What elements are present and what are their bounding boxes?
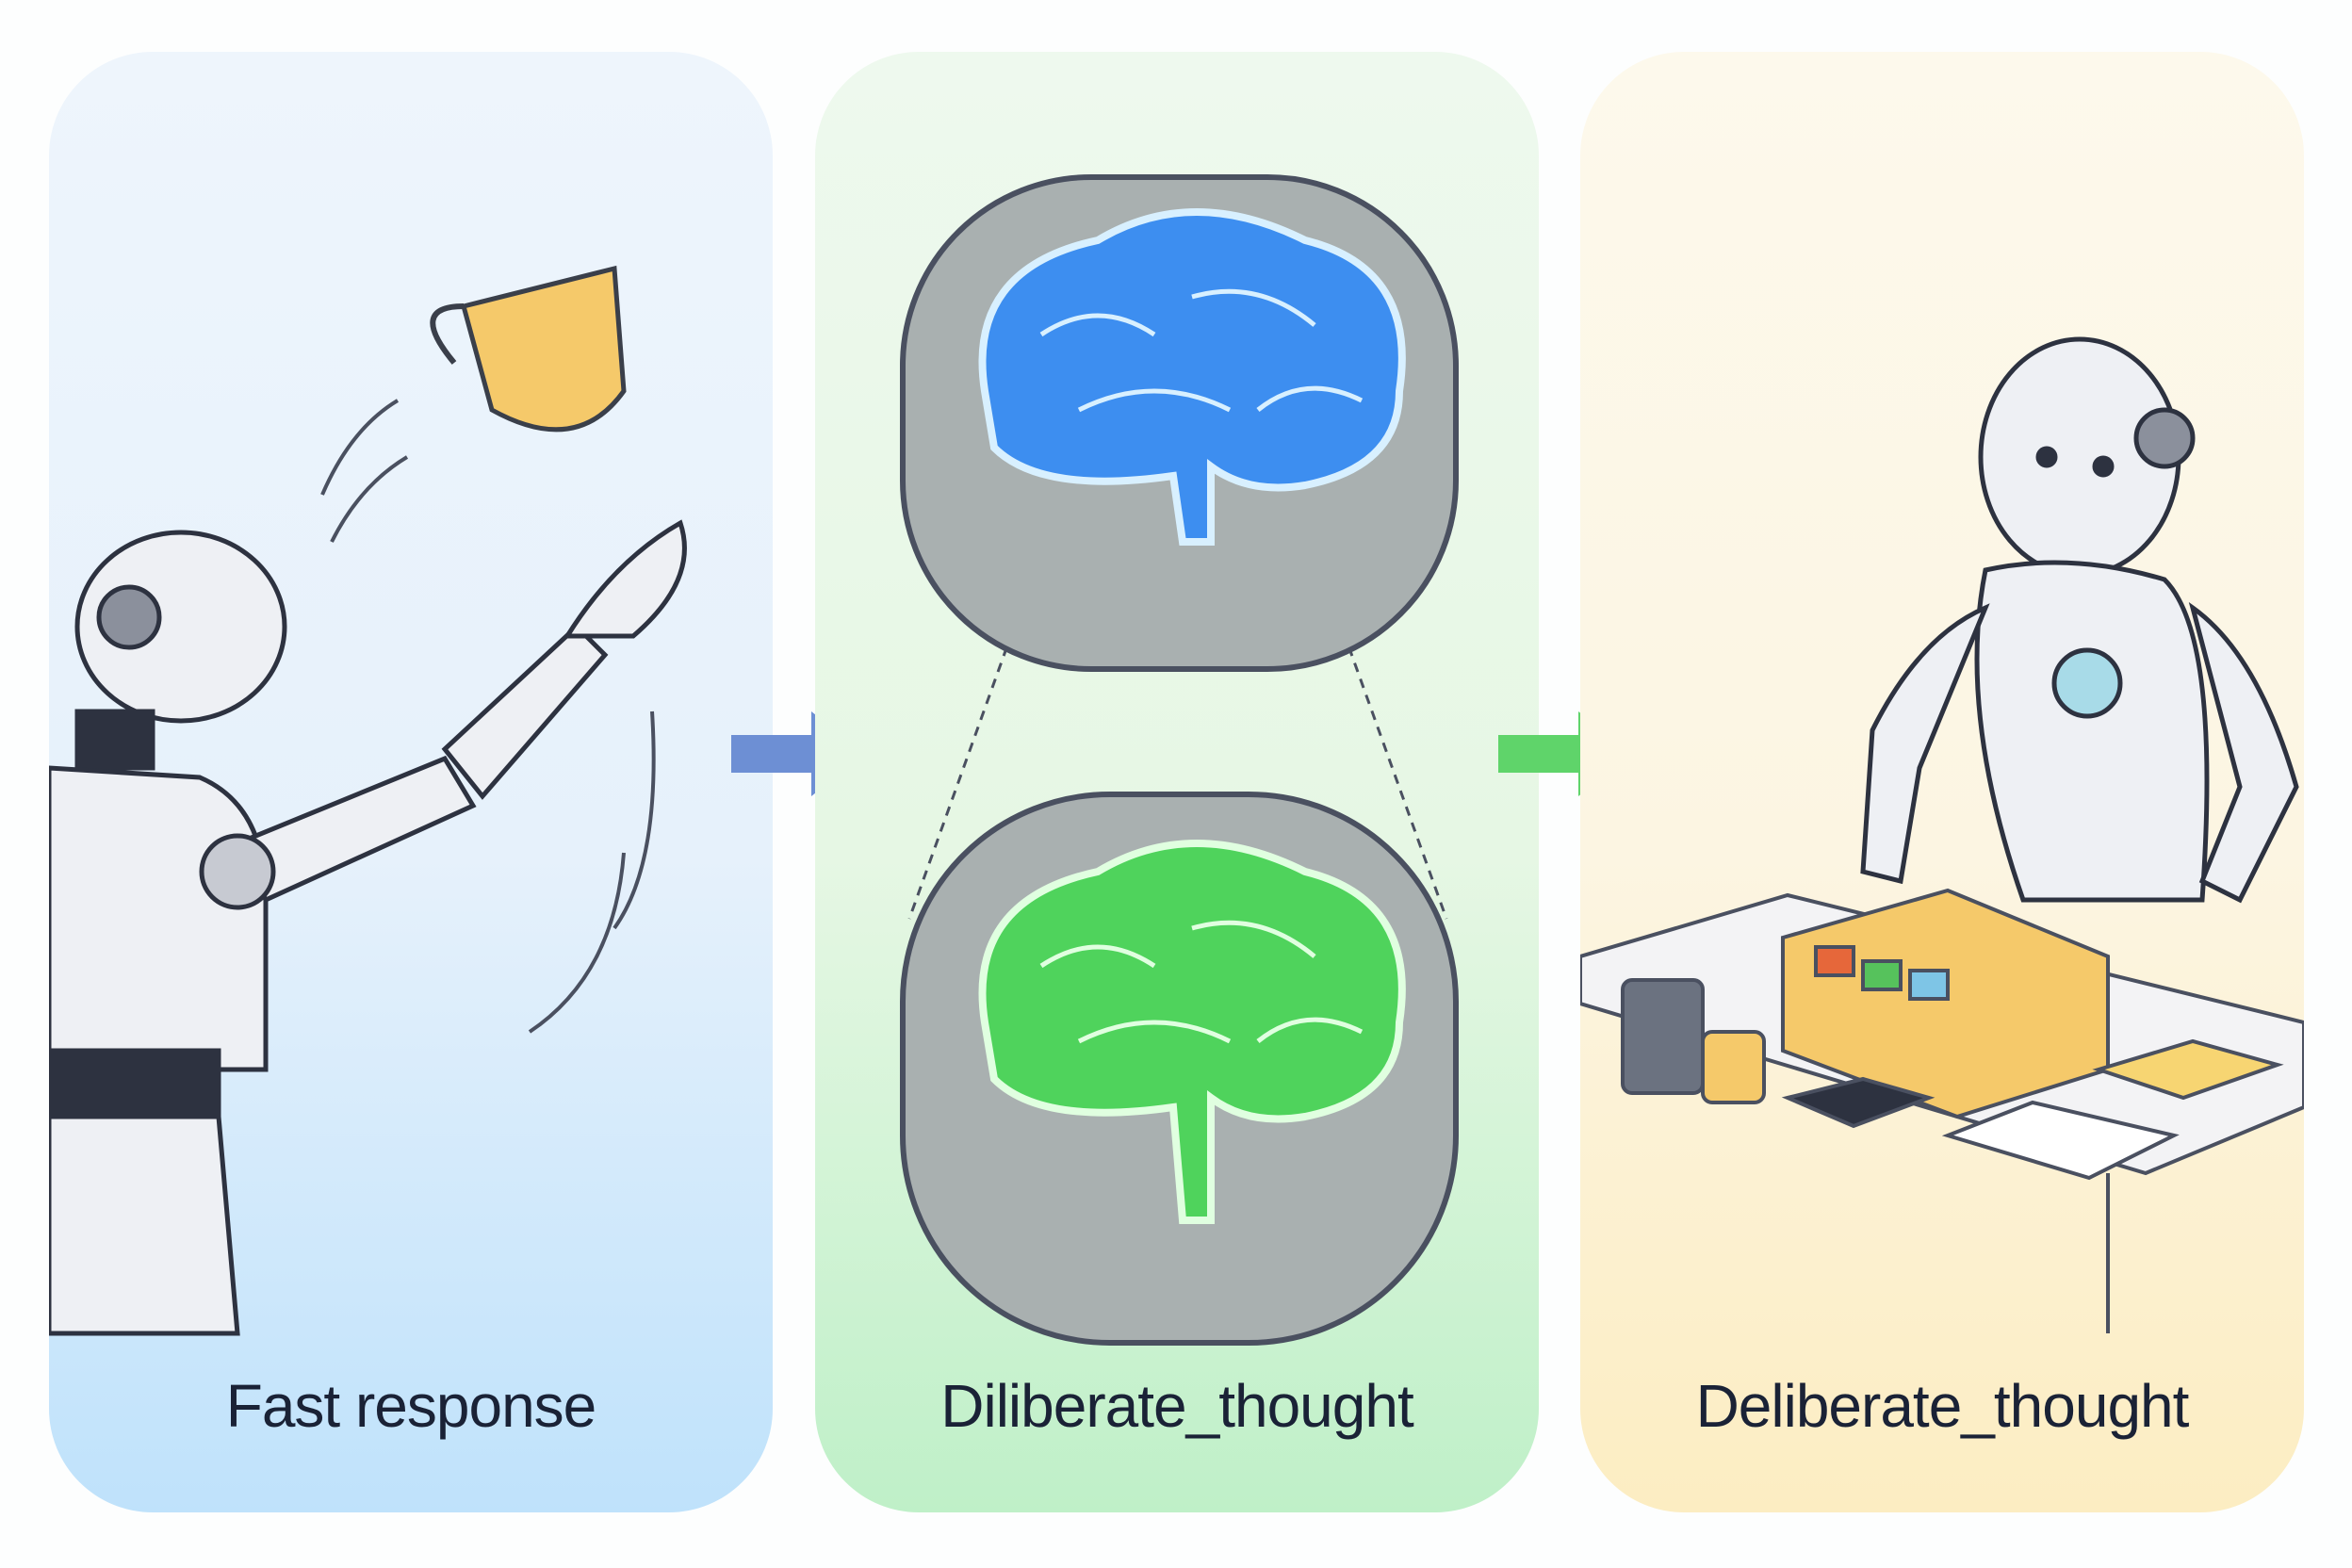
brain-green-icon: [900, 792, 1459, 1346]
two-brains-illustration: [900, 174, 1459, 1346]
desk-icon: [1580, 888, 2304, 1333]
brain-blue-icon: [900, 174, 1459, 672]
panel-deliberate-thought: Deliberate_thought: [1580, 52, 2304, 1512]
robot-catching-cup-illustration: [49, 265, 687, 1336]
organizer-box: [1781, 888, 2110, 1119]
cup-icon: [430, 265, 627, 433]
robot-icon: [1860, 336, 2299, 904]
panel-label: Fast response: [225, 1372, 597, 1440]
panel-diliberate-thought: Diliberate_thought: [815, 52, 1539, 1512]
robot-organizing-desk-illustration: [1580, 336, 2304, 1333]
panel-label: Deliberate_thought: [1695, 1372, 2190, 1440]
pen-holder: [1621, 978, 1705, 1095]
panel-fast-response: Fast response: [49, 52, 773, 1512]
robot-icon: [49, 519, 687, 1336]
panel-label: Diliberate_thought: [940, 1372, 1413, 1440]
